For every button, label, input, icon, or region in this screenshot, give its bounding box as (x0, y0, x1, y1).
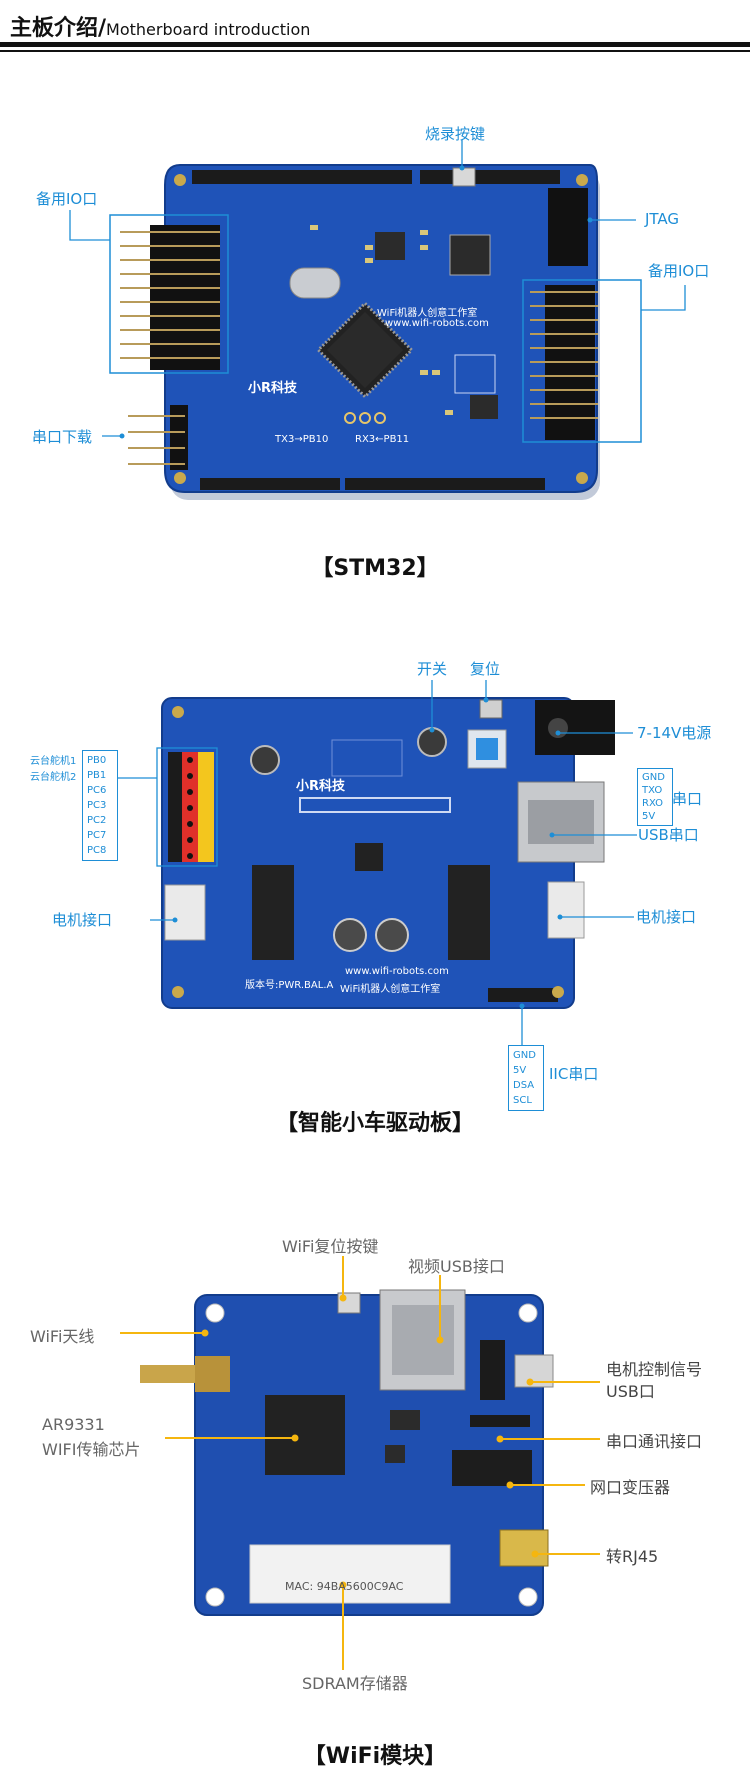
iic-pin-5v: 5V (513, 1065, 527, 1076)
label-antenna: WiFi天线 (30, 1327, 95, 1346)
caption-driver: 【智能小车驱动板】 (275, 1111, 474, 1136)
header-rule-thick (0, 42, 750, 47)
pin-pc7: PC7 (87, 830, 107, 841)
label-serial: 串口 (672, 790, 703, 808)
silk-driver-studio: WiFi机器人创意工作室 (340, 984, 441, 995)
iic-pin-list: GND 5V DSA SCL (508, 1045, 544, 1111)
label-wifi-reset: WiFi复位按键 (282, 1237, 379, 1256)
stm32-section: 烧录按键 JTAG 备用IO口 备用IO口 串口下载 WiFi机器人创意工作室 … (0, 0, 750, 600)
iic-pin-dsa: DSA (513, 1080, 535, 1091)
pin-pb0: PB0 (87, 755, 107, 766)
pin-pb1: PB1 (87, 770, 107, 781)
stm32-board-image (69, 140, 686, 500)
silk-url: www.wifi-robots.com (385, 318, 489, 329)
pin-pc8: PC8 (87, 845, 107, 856)
label-chip-line2: WIFI传输芯片 (42, 1440, 141, 1459)
label-transformer: 网口变压器 (590, 1478, 671, 1497)
label-chip-line1: AR9331 (42, 1415, 105, 1434)
caption-stm32: 【STM32】 (311, 556, 439, 581)
silk-driver-url: www.wifi-robots.com (345, 966, 449, 977)
label-spare-io-right: 备用IO口 (648, 262, 710, 280)
silk-board-name: WiFi机器人创意工作室 (377, 308, 478, 319)
silk-brand: 小R科技 (248, 381, 298, 396)
caption-wifi: 【WiFi模块】 (303, 1744, 447, 1769)
iic-pin-gnd: GND (513, 1050, 536, 1061)
label-spare-io-left: 备用IO口 (36, 190, 98, 208)
label-iic: IIC串口 (549, 1065, 599, 1083)
page-header: 主板介绍/Motherboard introduction (0, 0, 750, 54)
label-serial-comm: 串口通讯接口 (606, 1432, 703, 1451)
page-subtitle: Motherboard introduction (106, 20, 311, 39)
label-sdram: SDRAM存储器 (302, 1674, 408, 1693)
pin-pc3: PC3 (87, 800, 107, 811)
label-serial-download: 串口下载 (32, 428, 93, 446)
silk-mac: MAC: 94BA5600C9AC (285, 1580, 404, 1593)
label-motor-right: 电机接口 (636, 908, 697, 926)
serial-pin-5v: 5V (642, 811, 656, 822)
pin-pc2: PC2 (87, 815, 107, 826)
label-jtag: JTAG (645, 210, 680, 228)
pin-pc6: PC6 (87, 785, 107, 796)
silk-driver-brand: 小R科技 (296, 779, 346, 794)
left-pin-list: PB0 PB1 PC6 PC3 PC2 PC7 PC8 (82, 750, 118, 861)
label-switch: 开关 (417, 660, 448, 678)
label-servo2: 云台舵机2 (30, 772, 77, 783)
label-servo1: 云台舵机1 (30, 756, 77, 767)
label-motor-signal-1: 电机控制信号 (606, 1360, 703, 1379)
label-reset: 复位 (470, 660, 501, 678)
label-burn-button: 烧录按键 (425, 125, 486, 143)
page-title: 主板介绍/Motherboard introduction (10, 16, 311, 41)
iic-pin-scl: SCL (513, 1095, 532, 1106)
label-rj45: 转RJ45 (606, 1547, 659, 1566)
driver-board-image (118, 680, 637, 1045)
serial-pin-rxo: RXO (642, 798, 664, 809)
driver-section: 开关 复位 7-14V电源 串口 USB串口 电机接口 电机接口 IIC串口 云… (0, 600, 750, 1160)
wifi-section: WiFi复位按键 视频USB接口 WiFi天线 AR9331 WIFI传输芯片 … (0, 1160, 750, 1792)
silk-version: 版本号:PWR.BAL.A (245, 980, 334, 991)
label-motor-left: 电机接口 (52, 911, 113, 929)
silk-rx: RX3←PB11 (355, 434, 410, 445)
label-video-usb: 视频USB接口 (408, 1257, 505, 1276)
label-power: 7-14V电源 (637, 724, 712, 742)
label-usb-serial: USB串口 (638, 826, 699, 844)
wifi-board-image (120, 1256, 600, 1670)
serial-pin-txo: TXO (642, 785, 663, 796)
silk-tx: TX3→PB10 (275, 434, 329, 445)
serial-pin-list: GND TXO RXO 5V (637, 768, 673, 826)
serial-pin-gnd: GND (642, 772, 665, 783)
label-motor-signal-2: USB口 (606, 1382, 655, 1401)
header-rule-thin (0, 50, 750, 52)
